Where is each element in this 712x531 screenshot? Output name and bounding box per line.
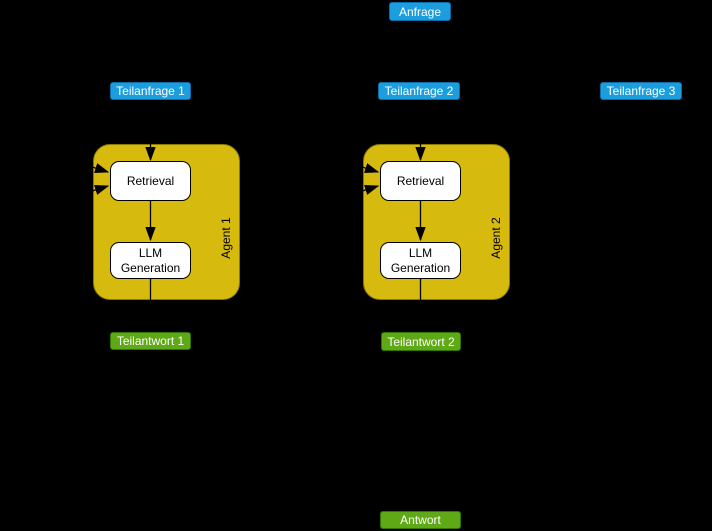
agent-1-retrieval-box: Retrieval bbox=[110, 161, 191, 201]
node-teilanfrage-3: Teilanfrage 3 bbox=[600, 82, 682, 100]
node-teilantwort-1: Teilantwort 1 bbox=[110, 332, 191, 350]
edge-anfrage-teilanfrage-1 bbox=[150, 20, 421, 81]
node-teilantwort-2: Teilantwort 2 bbox=[381, 332, 461, 351]
node-teilanfrage-2: Teilanfrage 2 bbox=[378, 82, 460, 100]
agent-1-label: Agent 1 bbox=[219, 217, 233, 259]
agent-2-label: Agent 2 bbox=[489, 217, 503, 259]
agent-2-llm-generation-box: LLM Generation bbox=[380, 242, 461, 279]
edge-anfrage-teilanfrage-2 bbox=[418, 20, 421, 81]
agent-2-retrieval-box: Retrieval bbox=[380, 161, 461, 201]
agent-1-llm-generation-box: LLM Generation bbox=[110, 242, 191, 279]
node-teilanfrage-1: Teilanfrage 1 bbox=[110, 82, 191, 100]
edge-anfrage-teilanfrage-3 bbox=[419, 20, 642, 81]
node-antwort: Antwort bbox=[380, 511, 461, 529]
edge-teilantwort1-antwort bbox=[150, 350, 421, 510]
node-anfrage: Anfrage bbox=[389, 2, 451, 21]
